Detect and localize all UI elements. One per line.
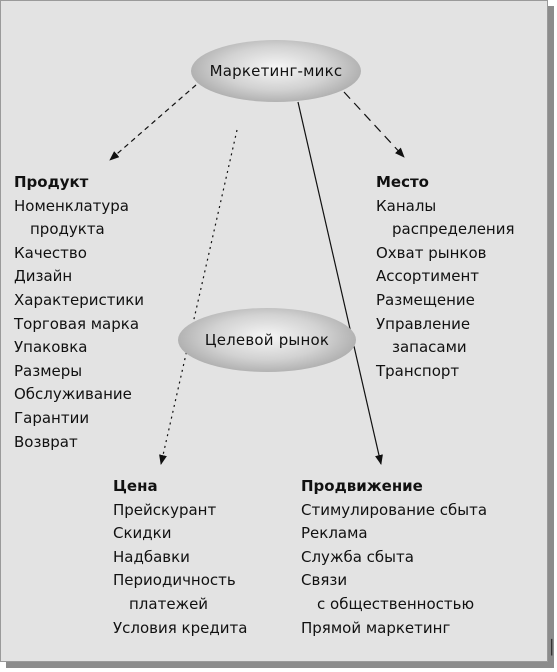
place-title: Место xyxy=(376,173,429,191)
place-item: Каналы xyxy=(376,196,437,215)
product-item: Качество xyxy=(14,243,87,262)
product-item: Возврат xyxy=(14,432,78,451)
price-item: платежей xyxy=(129,594,209,613)
product-item: Гарантии xyxy=(14,408,90,427)
promotion-item: Прямой маркетинг xyxy=(301,618,451,637)
price-item: Условия кредита xyxy=(113,618,248,637)
promotion-title: Продвижение xyxy=(301,477,423,495)
arrow-to-price xyxy=(159,129,238,465)
price-item: Прейскурант xyxy=(113,500,217,519)
promotion-item: Реклама xyxy=(301,524,368,543)
marketing-mix-ellipse: Маркетинг-микс xyxy=(191,40,361,102)
product-item: Номенклатура xyxy=(14,196,129,215)
target-market-label: Целевой рынок xyxy=(204,331,330,349)
promotion-item: Связи xyxy=(301,571,348,590)
place-item: Транспорт xyxy=(376,361,460,380)
price-title: Цена xyxy=(113,477,158,495)
product-item: Дизайн xyxy=(14,267,73,286)
arrow-to-promotion xyxy=(297,101,383,465)
product-item: Упаковка xyxy=(14,338,88,357)
place-item: распределения xyxy=(392,220,515,239)
place-group: Место Каналы распределения Охват рынков … xyxy=(376,171,515,383)
product-item: продукта xyxy=(30,220,105,239)
marketing-mix-label: Маркетинг-микс xyxy=(209,62,343,80)
arrow-to-place xyxy=(343,91,405,158)
place-item: запасами xyxy=(392,338,467,357)
edge-mark: ▏ xyxy=(551,640,557,656)
place-item: Охват рынков xyxy=(376,243,487,262)
product-group: Продукт Номенклатура продукта Качество Д… xyxy=(14,171,144,454)
promotion-group: Продвижение Стимулирование сбыта Реклама… xyxy=(301,475,487,640)
product-item: Характеристики xyxy=(14,290,145,309)
price-group: Цена Прейскурант Скидки Надбавки Периоди… xyxy=(113,475,247,640)
promotion-item: Служба сбыта xyxy=(301,547,414,566)
promotion-item: с общественностью xyxy=(317,594,475,613)
price-item: Скидки xyxy=(113,524,172,543)
product-item: Размеры xyxy=(14,361,83,380)
price-item: Надбавки xyxy=(113,547,190,566)
promotion-item: Стимулирование сбыта xyxy=(301,500,488,519)
place-item: Управление xyxy=(376,314,471,333)
frame-shadow-bottom xyxy=(6,662,554,668)
place-item: Размещение xyxy=(376,290,475,309)
product-item: Торговая марка xyxy=(14,314,140,333)
price-item: Периодичность xyxy=(113,571,236,590)
place-item: Ассортимент xyxy=(376,267,480,286)
arrow-to-product xyxy=(109,84,197,161)
target-market-ellipse: Целевой рынок xyxy=(178,308,356,372)
product-item: Обслуживание xyxy=(14,385,132,404)
product-title: Продукт xyxy=(14,173,89,191)
frame-shadow-right xyxy=(548,6,554,668)
